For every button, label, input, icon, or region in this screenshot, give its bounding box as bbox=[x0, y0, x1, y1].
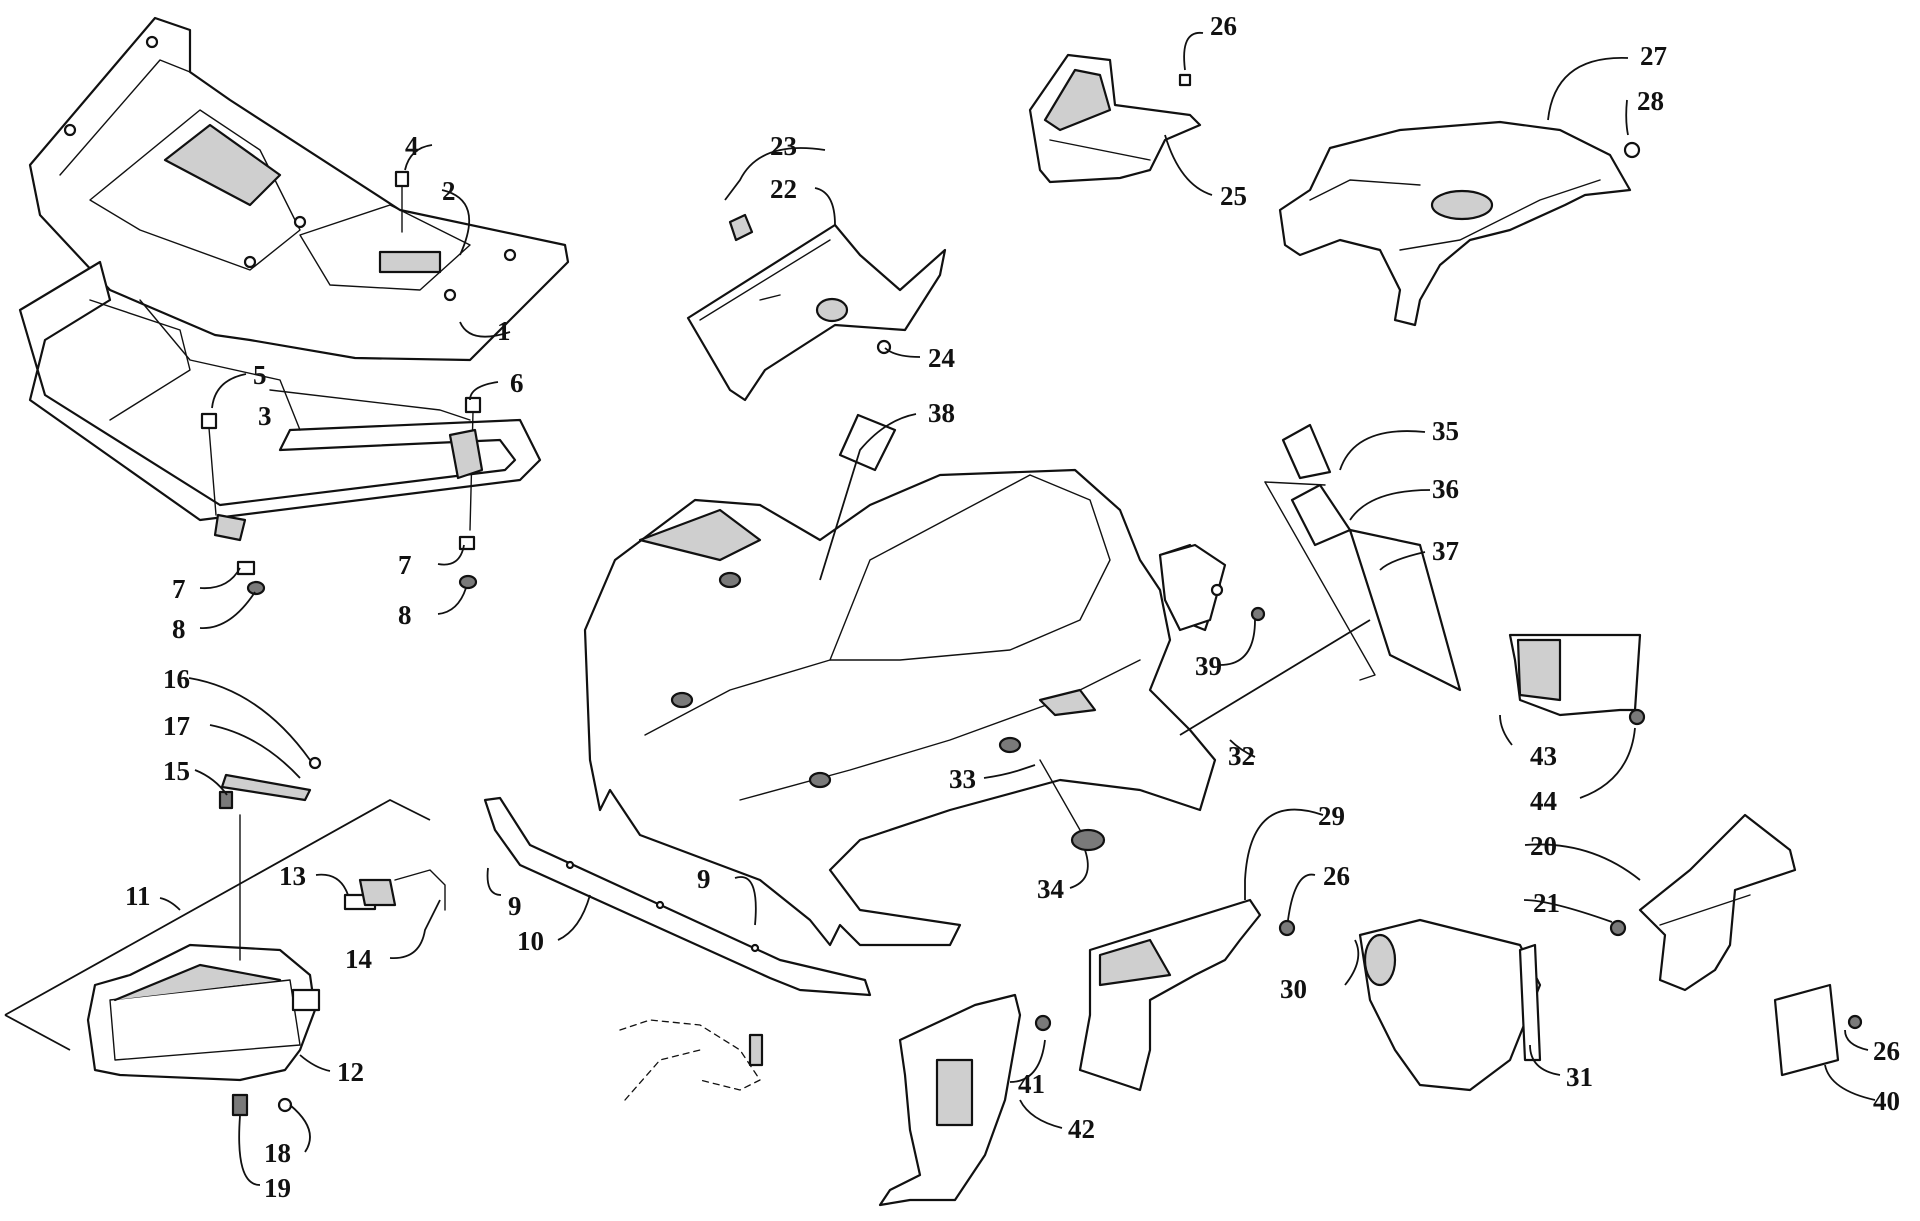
callout-17: 17 bbox=[163, 711, 190, 741]
headlight-assembly-part bbox=[86, 756, 322, 1117]
callout-12: 12 bbox=[337, 1057, 364, 1087]
callout-2: 2 bbox=[442, 176, 456, 206]
callout-30: 30 bbox=[1280, 974, 1307, 1004]
callout-16: 16 bbox=[163, 664, 190, 694]
fender-extension-part bbox=[1508, 633, 1646, 726]
callout-26-right: 26 bbox=[1873, 1036, 1900, 1066]
center-panel-part bbox=[686, 213, 947, 402]
callout-44: 44 bbox=[1530, 786, 1557, 816]
callout-43: 43 bbox=[1530, 741, 1557, 771]
access-cover-part bbox=[1773, 983, 1863, 1077]
callout-32: 32 bbox=[1228, 741, 1255, 771]
callout-1: 1 bbox=[497, 316, 511, 346]
callout-3: 3 bbox=[258, 401, 272, 431]
callout-15: 15 bbox=[163, 756, 190, 786]
callout-11: 11 bbox=[125, 881, 151, 911]
callout-31: 31 bbox=[1566, 1062, 1593, 1092]
callout-21: 21 bbox=[1533, 888, 1560, 918]
hardware-bolts-front bbox=[200, 170, 484, 596]
callout-14: 14 bbox=[345, 944, 372, 974]
callout-25: 25 bbox=[1220, 181, 1247, 211]
callout-35: 35 bbox=[1432, 416, 1459, 446]
callout-39: 39 bbox=[1195, 651, 1222, 681]
callout-6: 6 bbox=[510, 368, 524, 398]
front-rack-part bbox=[28, 16, 570, 362]
leader-lines bbox=[159, 32, 1876, 1186]
mount-bracket-part bbox=[1158, 543, 1266, 632]
side-shield-part bbox=[878, 993, 1052, 1207]
callout-20: 20 bbox=[1530, 831, 1557, 861]
callout-42: 42 bbox=[1068, 1114, 1095, 1144]
callout-8-right: 8 bbox=[398, 600, 412, 630]
callout-40: 40 bbox=[1873, 1086, 1900, 1116]
callout-22: 22 bbox=[770, 174, 797, 204]
side-panel-right-part bbox=[1609, 813, 1797, 992]
callout-27: 27 bbox=[1640, 41, 1667, 71]
callout-36: 36 bbox=[1432, 474, 1459, 504]
callout-23: 23 bbox=[770, 131, 797, 161]
callout-38: 38 bbox=[928, 398, 955, 428]
callout-4: 4 bbox=[405, 131, 419, 161]
callout-29: 29 bbox=[1318, 801, 1345, 831]
bulb-harness-part bbox=[343, 869, 446, 911]
callout-10: 10 bbox=[517, 926, 544, 956]
group-brackets bbox=[4, 619, 1371, 1051]
callout-9-right: 9 bbox=[697, 864, 711, 894]
callout-33: 33 bbox=[949, 764, 976, 794]
callout-26-top: 26 bbox=[1210, 11, 1237, 41]
front-fender-part bbox=[583, 468, 1222, 947]
headlight-bar-part bbox=[483, 796, 872, 1101]
rear-cover-part bbox=[1278, 120, 1641, 327]
decals-part bbox=[838, 413, 1462, 692]
callout-numbers: 1 2 3 4 5 6 7 7 8 8 9 9 10 11 12 13 14 1… bbox=[125, 11, 1900, 1203]
callout-7-right: 7 bbox=[398, 550, 412, 580]
callout-18: 18 bbox=[264, 1138, 291, 1168]
callout-8-left: 8 bbox=[172, 614, 186, 644]
callout-24: 24 bbox=[928, 343, 955, 373]
callout-37: 37 bbox=[1432, 536, 1459, 566]
callout-28: 28 bbox=[1637, 86, 1664, 116]
inner-fender-part bbox=[1078, 898, 1542, 1092]
callout-7-left: 7 bbox=[172, 574, 186, 604]
plug-part bbox=[1039, 759, 1106, 852]
callout-41: 41 bbox=[1018, 1069, 1045, 1099]
callout-19: 19 bbox=[264, 1173, 291, 1203]
handlebar-cover-part bbox=[1028, 53, 1202, 184]
callout-13: 13 bbox=[279, 861, 306, 891]
callout-9-left: 9 bbox=[508, 891, 522, 921]
callout-26-middle: 26 bbox=[1323, 861, 1350, 891]
callout-5: 5 bbox=[253, 360, 267, 390]
callout-34: 34 bbox=[1037, 874, 1064, 904]
